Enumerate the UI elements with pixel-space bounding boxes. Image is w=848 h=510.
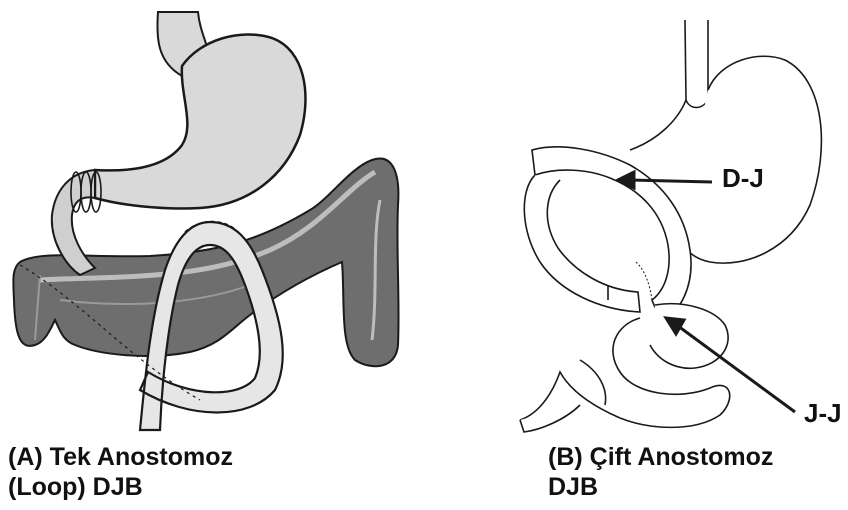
- dj-arrow-line: [630, 180, 712, 182]
- label-jj: J-J: [804, 398, 842, 429]
- caption-a: (A) Tek Anostomoz (Loop) DJB: [8, 442, 233, 502]
- caption-a-line2: (Loop) DJB: [8, 472, 233, 502]
- label-dj: D-J: [722, 163, 764, 194]
- caption-b: (B) Çift Anostomoz DJB: [548, 442, 773, 502]
- panel-a-illustration: [0, 0, 440, 440]
- panel-b-double-anastomosis: D-J J-J (B) Çift Anostomoz DJB: [440, 0, 848, 510]
- panel-a-single-anastomosis: (A) Tek Anostomoz (Loop) DJB: [0, 0, 440, 510]
- caption-a-line1: (A) Tek Anostomoz: [8, 442, 233, 472]
- small-intestine-coils: [520, 304, 730, 432]
- caption-b-line2: DJB: [548, 472, 773, 502]
- stomach-outline: [630, 20, 821, 263]
- duodenojejunal-limb: [524, 147, 691, 320]
- panel-b-illustration: [440, 0, 848, 440]
- caption-b-line1: (B) Çift Anostomoz: [548, 442, 773, 472]
